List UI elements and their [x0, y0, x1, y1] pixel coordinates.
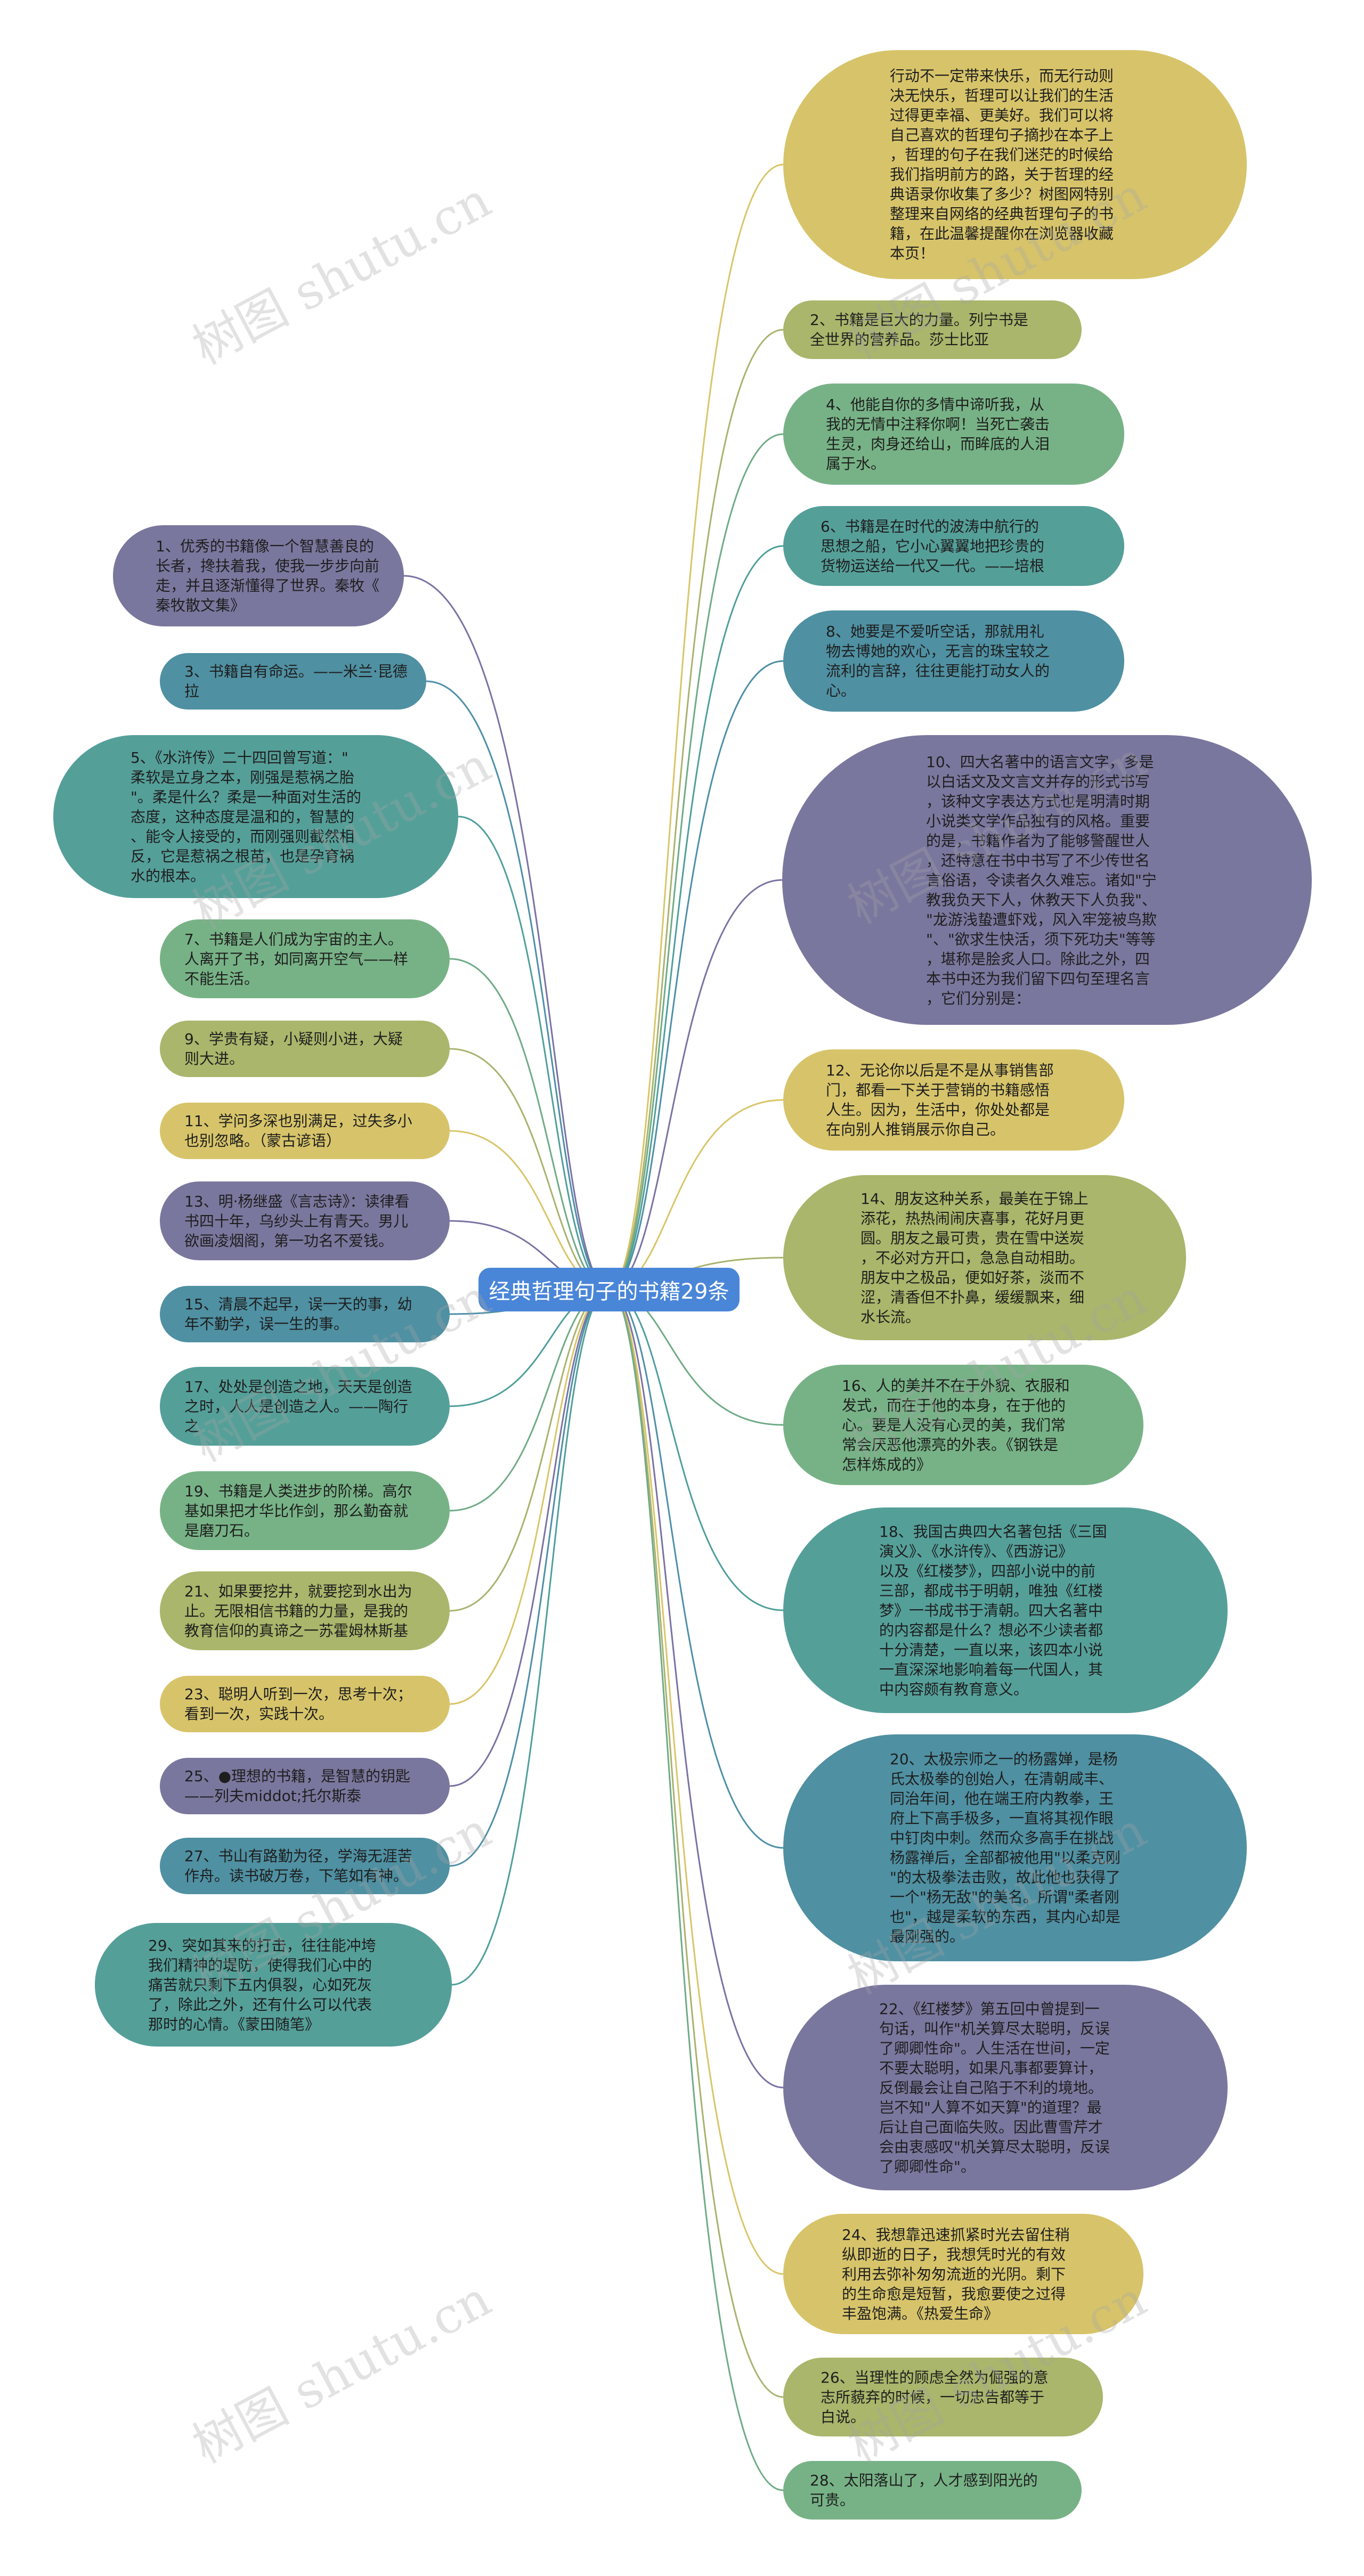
connector-n6 — [608, 545, 784, 1291]
right-node-20[interactable]: 20、太极宗师之一的杨露婵，是杨 氏太极拳的创始人，在清朝咸丰、 同治年间，他在… — [783, 1734, 1247, 1961]
node-text-12: 12、无论你以后是不是从事销售部 门，都看一下关于营销的书籍感悟 人生。因为，生… — [826, 1062, 1054, 1138]
connector-n23 — [449, 1289, 610, 1705]
node-text-11: 11、学问多深也别满足，过失多小 也别忽略。（蒙古谚语） — [184, 1112, 412, 1150]
node-text-8: 8、她要是不爱听空话，那就用礼 物去博她的欢心，无言的珠宝较之 流利的言辞，往往… — [826, 623, 1050, 699]
left-node-23[interactable]: 23、聪明人听到一次，思考十次； 看到一次，实践十次。 — [160, 1676, 450, 1732]
right-node-2[interactable]: 2、书籍是巨大的力量。列宁书是 全世界的营养品。莎士比亚 — [783, 300, 1082, 359]
node-text-7: 7、书籍是人们成为宇宙的主人。 人离开了书，如同离开空气——样 不能生活。 — [184, 930, 409, 988]
intro-node[interactable]: 行动不一定带来快乐，而无行动则 决无快乐，哲理可以让我们的生活 过得更幸福、更美… — [783, 50, 1247, 279]
right-node-16[interactable]: 16、人的美并不在于外貌、衣服和 发式，而在于他的本身，在于他的 心。要是人没有… — [783, 1365, 1143, 1485]
node-text-4: 4、他能自你的多情中谛听我，从 我的无情中注释你啊！当死亡袭击 生灵，肉身还给山… — [826, 396, 1050, 472]
connector-n10 — [608, 879, 783, 1291]
connector-n22 — [608, 1289, 784, 2089]
left-node-15[interactable]: 15、清晨不起早，误一天的事，幼 年不勤学，误一生的事。 — [160, 1286, 450, 1342]
connector-n2 — [608, 329, 784, 1291]
left-node-1[interactable]: 1、优秀的书籍像一个智慧善良的 长者，搀扶着我，使我一步步向前 走，并且逐渐懂得… — [113, 525, 404, 626]
connector-n29 — [451, 1289, 610, 1986]
connector-n28 — [608, 1289, 784, 2491]
node-text-6: 6、书籍是在时代的波涛中航行的 思想之船，它小心翼翼地把珍贵的 货物运送给一代又… — [821, 517, 1045, 575]
left-node-21[interactable]: 21、如果要挖井，就要挖到水出为 止。无限相信书籍的力量，是我的 教育信仰的真谛… — [160, 1571, 450, 1650]
node-text-13: 13、明·杨继盛《言志诗》：读律看 书四十年，乌纱头上有青天。男儿 欲画凌烟阁，… — [184, 1192, 410, 1250]
node-text-15: 15、清晨不起早，误一天的事，幼 年不勤学，误一生的事。 — [184, 1295, 412, 1333]
connector-n24 — [608, 1289, 784, 2275]
right-node-14[interactable]: 14、朋友这种关系，最美在于锦上 添花，热热闹闹庆喜事，花好月更 圆。朋友之最可… — [783, 1175, 1186, 1340]
left-node-29[interactable]: 29、突如其来的打击，往往能冲垮 我们精神的堤防，使得我们心中的 痛苦就只剩下五… — [95, 1923, 452, 2047]
connector-n4 — [608, 433, 784, 1291]
connector-n26 — [608, 1289, 784, 2398]
node-text-1: 1、优秀的书籍像一个智慧善良的 长者，搀扶着我，使我一步步向前 走，并且逐渐懂得… — [156, 537, 380, 614]
connector-intro — [608, 164, 784, 1291]
node-text-26: 26、当理性的顾虑全然为倔强的意 志所藐弃的时候，一切忠告都等于 白说。 — [821, 2368, 1049, 2426]
connector-n7 — [449, 958, 610, 1291]
right-node-6[interactable]: 6、书籍是在时代的波涛中航行的 思想之船，它小心翼翼地把珍贵的 货物运送给一代又… — [783, 506, 1124, 586]
right-node-12[interactable]: 12、无论你以后是不是从事销售部 门，都看一下关于营销的书籍感悟 人生。因为，生… — [783, 1049, 1124, 1151]
left-node-5[interactable]: 5、《水浒传》二十四回曾写道：" 柔软是立身之本，刚强是惹祸之胎 "。柔是什么？… — [53, 735, 458, 898]
connector-n25 — [449, 1289, 610, 1787]
left-node-19[interactable]: 19、书籍是人类进步的阶梯。高尔 基如果把才华比作剑，那么勤奋就 是磨刀石。 — [160, 1471, 450, 1550]
node-text-5: 5、《水浒传》二十四回曾写道：" 柔软是立身之本，刚强是惹祸之胎 "。柔是什么？… — [131, 748, 361, 885]
left-node-3[interactable]: 3、书籍自有命运。——米兰·昆德 拉 — [160, 653, 426, 710]
node-text-18: 18、我国古典四大名著包括《三国 演义》、《水浒传》、《西游记》 以及《红楼梦》… — [879, 1522, 1107, 1698]
node-text-23: 23、聪明人听到一次，思考十次； 看到一次，实践十次。 — [184, 1685, 412, 1723]
right-node-10[interactable]: 10、四大名著中的语言文字，多是 以白话文及文言文并存的形式书写 ，该种文字表达… — [782, 735, 1312, 1025]
right-node-24[interactable]: 24、我想靠迅速抓紧时光去留住稍 纵即逝的日子，我想凭时光的有效 利用去弥补匆匆… — [783, 2214, 1143, 2334]
connector-n20 — [608, 1289, 784, 1849]
node-text-27: 27、书山有路勤为径，学海无涯苦 作舟。读书破万卷，下笔如有神。 — [184, 1847, 412, 1885]
node-text-20: 20、太极宗师之一的杨露婵，是杨 氏太极拳的创始人，在清朝咸丰、 同治年间，他在… — [890, 1750, 1121, 1945]
connector-n27 — [449, 1289, 610, 1867]
connector-n1 — [403, 575, 610, 1291]
node-text-24: 24、我想靠迅速抓紧时光去留住稍 纵即逝的日子，我想凭时光的有效 利用去弥补匆匆… — [842, 2226, 1070, 2322]
connector-n18 — [608, 1289, 784, 1611]
node-text-16: 16、人的美并不在于外貌、衣服和 发式，而在于他的本身，在于他的 心。要是人没有… — [842, 1376, 1070, 1473]
left-node-7[interactable]: 7、书籍是人们成为宇宙的主人。 人离开了书，如同离开空气——样 不能生活。 — [160, 919, 450, 998]
node-text-3: 3、书籍自有命运。——米兰·昆德 拉 — [184, 663, 408, 700]
intro-text: 行动不一定带来快乐，而无行动则 决无快乐，哲理可以让我们的生活 过得更幸福、更美… — [890, 67, 1114, 262]
right-node-8[interactable]: 8、她要是不爱听空话，那就用礼 物去博她的欢心，无言的珠宝较之 流利的言辞，往往… — [783, 610, 1124, 712]
node-text-22: 22、《红楼梦》第五回中曾提到一 句话，叫作"机关算尽太聪明，反误 了卿卿性命"… — [879, 2000, 1110, 2175]
node-text-29: 29、突如其来的打击，往往能冲垮 我们精神的堤防，使得我们心中的 痛苦就只剩下五… — [148, 1936, 376, 2033]
connector-n5 — [458, 816, 610, 1291]
right-node-18[interactable]: 18、我国古典四大名著包括《三国 演义》、《水浒传》、《西游记》 以及《红楼梦》… — [783, 1507, 1228, 1713]
right-node-26[interactable]: 26、当理性的顾虑全然为倔强的意 志所藐弃的时候，一切忠告都等于 白说。 — [783, 2358, 1103, 2436]
connector-n21 — [449, 1289, 610, 1612]
node-text-14: 14、朋友这种关系，最美在于锦上 添花，热热闹闹庆喜事，花好月更 圆。朋友之最可… — [860, 1189, 1089, 1326]
node-text-28: 28、太阳落山了，人才感到阳光的 可贵。 — [810, 2472, 1038, 2509]
connector-n3 — [426, 680, 610, 1291]
node-text-10: 10、四大名著中的语言文字，多是 以白话文及文言文并存的形式书写 ，该种文字表达… — [926, 753, 1157, 1007]
right-node-28[interactable]: 28、太阳落山了，人才感到阳光的 可贵。 — [783, 2461, 1082, 2520]
left-node-11[interactable]: 11、学问多深也别满足，过失多小 也别忽略。（蒙古谚语） — [160, 1103, 450, 1159]
central-topic[interactable]: 经典哲理句子的书籍29条 — [478, 1268, 740, 1311]
node-text-21: 21、如果要挖井，就要挖到水出为 止。无限相信书籍的力量，是我的 教育信仰的真谛… — [184, 1582, 412, 1640]
left-node-27[interactable]: 27、书山有路勤为径，学海无涯苦 作舟。读书破万卷，下笔如有神。 — [160, 1838, 450, 1894]
connector-n11 — [449, 1130, 610, 1291]
left-node-13[interactable]: 13、明·杨继盛《言志诗》：读律看 书四十年，乌纱头上有青天。男儿 欲画凌烟阁，… — [160, 1181, 450, 1260]
left-node-9[interactable]: 9、学贵有疑，小疑则小进，大疑 则大进。 — [160, 1021, 450, 1077]
node-text-25: 25、●理想的书籍，是智慧的钥匙 ——列夫middot;托尔斯泰 — [184, 1767, 411, 1805]
central-topic-label: 经典哲理句子的书籍29条 — [489, 1279, 729, 1304]
node-text-2: 2、书籍是巨大的力量。列宁书是 全世界的营养品。莎士比亚 — [810, 311, 1028, 348]
node-text-17: 17、处处是创造之地，天天是创造 之时，人人是创造之人。——陶行 之 — [184, 1377, 412, 1435]
node-text-19: 19、书籍是人类进步的阶梯。高尔 基如果把才华比作剑，那么勤奋就 是磨刀石。 — [184, 1482, 412, 1539]
node-text-9: 9、学贵有疑，小疑则小进，大疑 则大进。 — [184, 1030, 403, 1067]
right-node-22[interactable]: 22、《红楼梦》第五回中曾提到一 句话，叫作"机关算尽太聪明，反误 了卿卿性命"… — [783, 1985, 1228, 2190]
right-node-4[interactable]: 4、他能自你的多情中谛听我，从 我的无情中注释你啊！当死亡袭击 生灵，肉身还给山… — [783, 384, 1124, 485]
left-node-17[interactable]: 17、处处是创造之地，天天是创造 之时，人人是创造之人。——陶行 之 — [160, 1367, 450, 1446]
connector-n8 — [608, 660, 784, 1291]
left-node-25[interactable]: 25、●理想的书籍，是智慧的钥匙 ——列夫middot;托尔斯泰 — [160, 1758, 450, 1814]
